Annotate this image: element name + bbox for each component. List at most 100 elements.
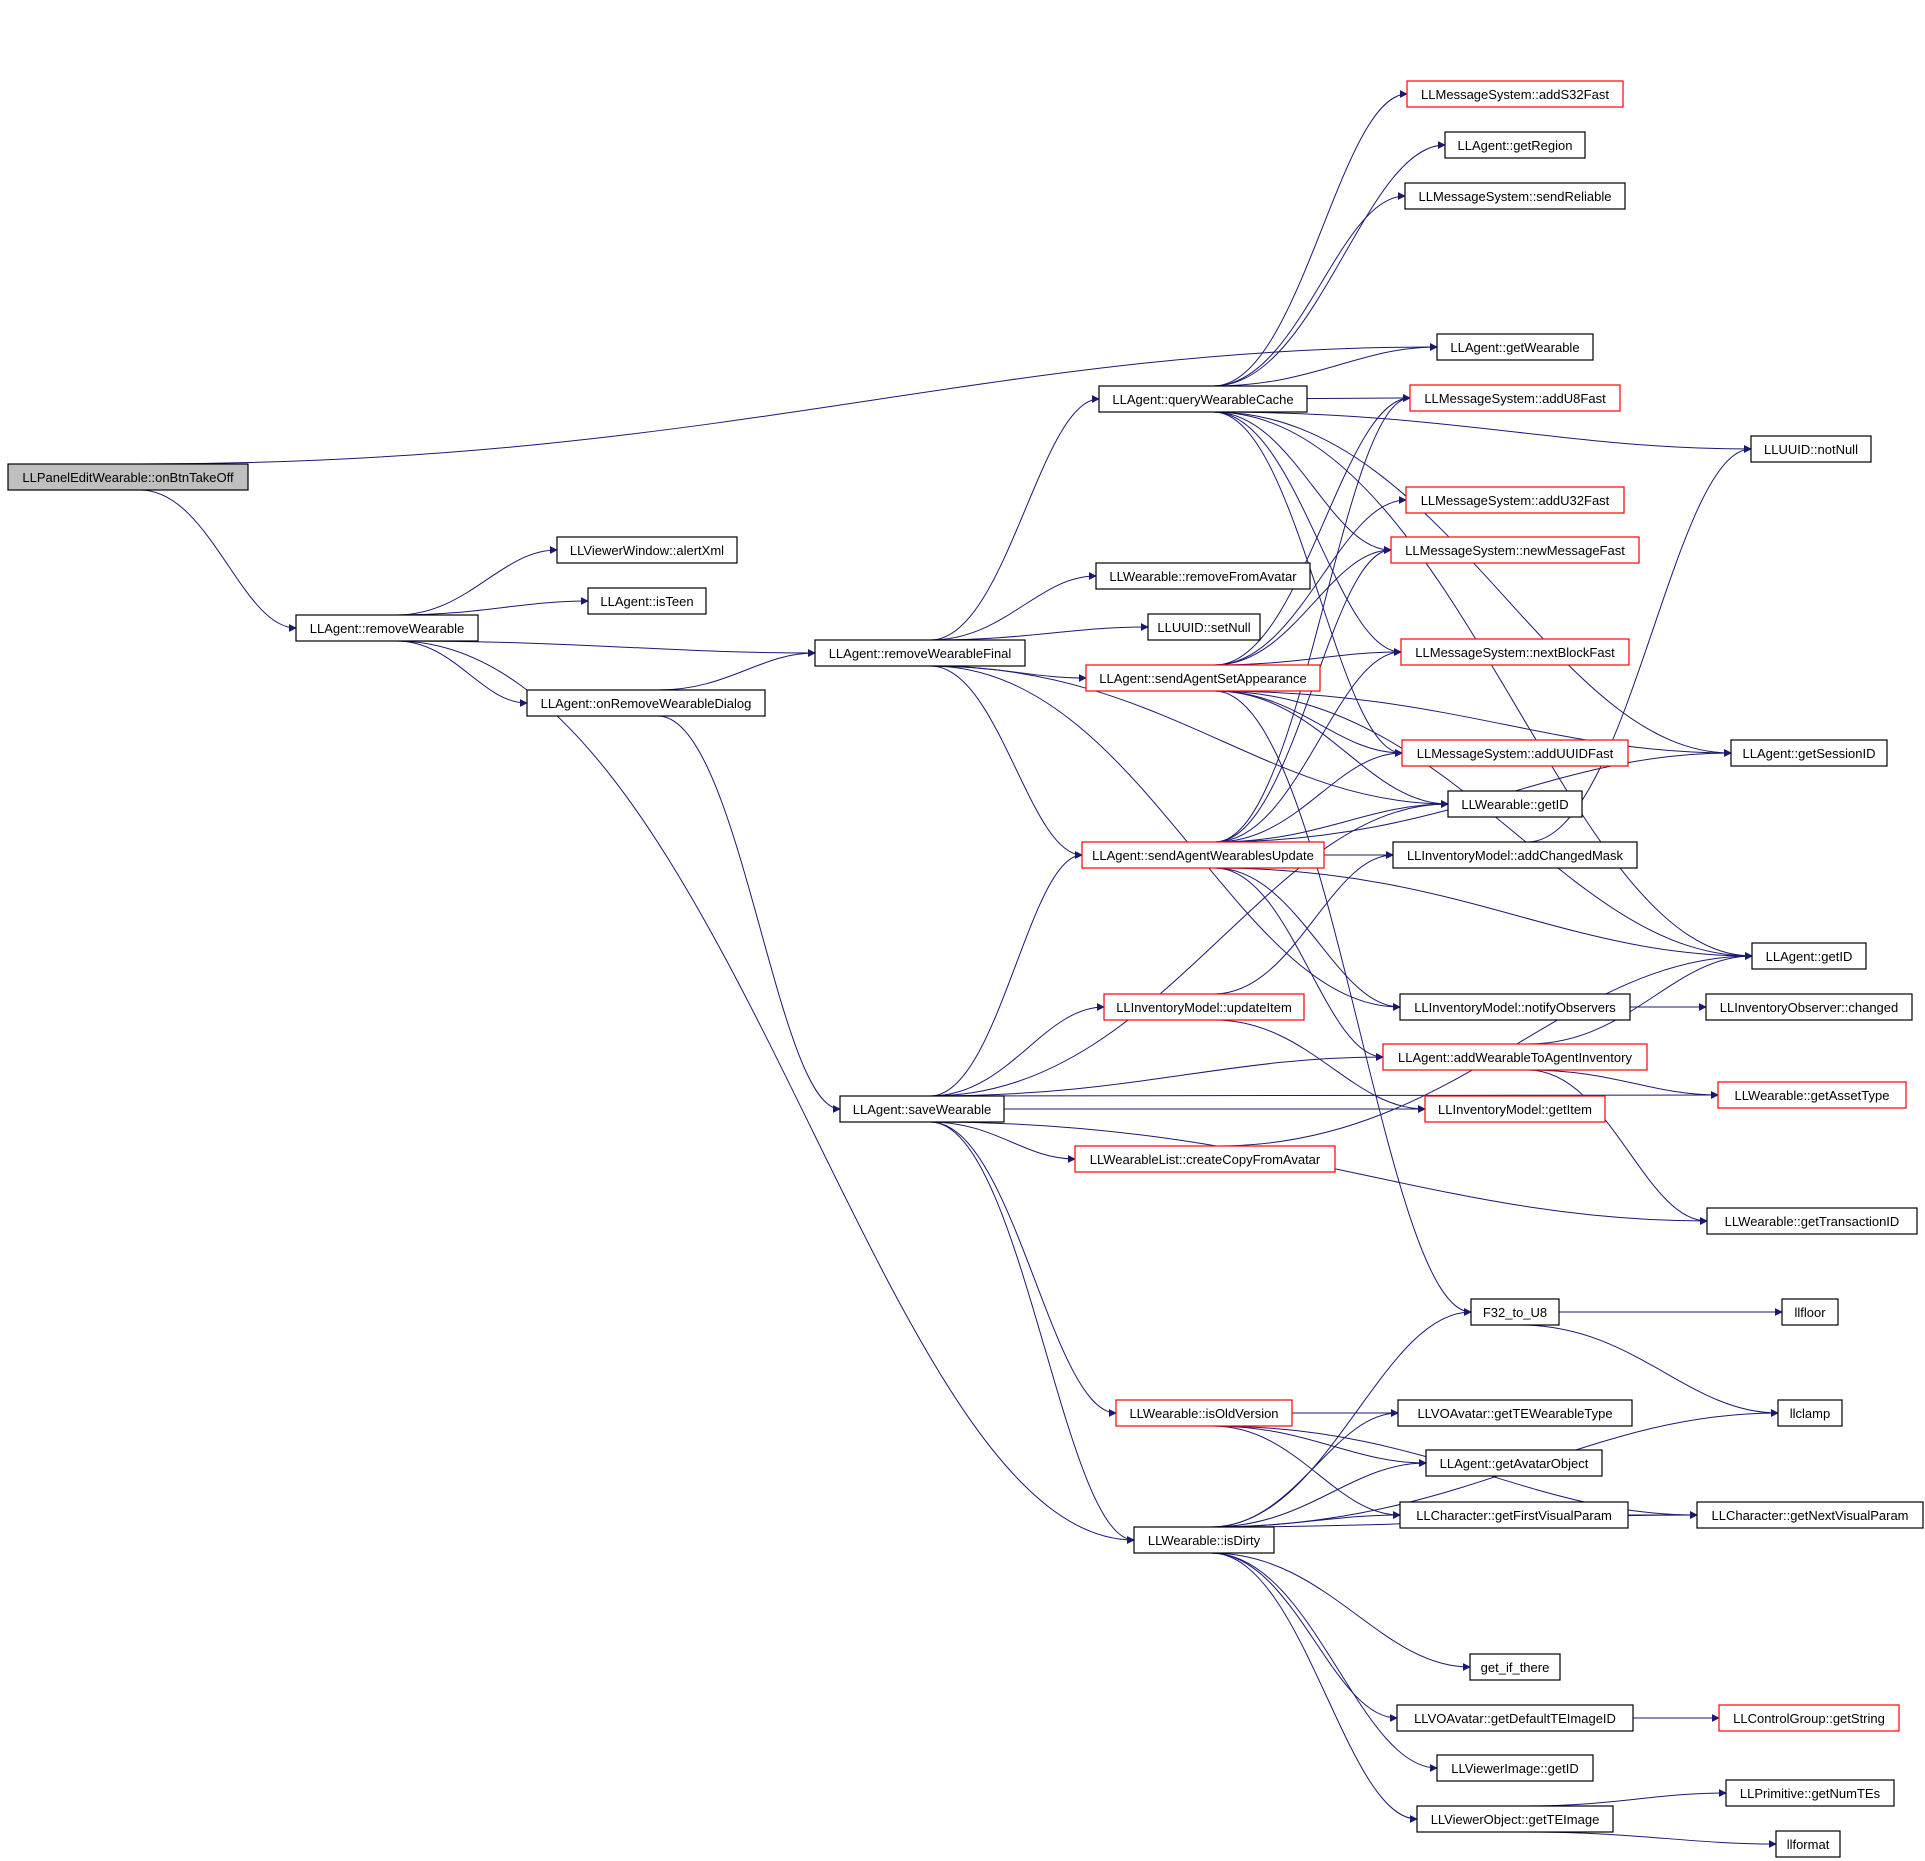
call-edge-queryWearableCache-to-sendReliable (1213, 192, 1406, 387)
node-queryWearableCache[interactable]: LLAgent::queryWearableCache (1098, 385, 1308, 413)
node-label: llformat (1787, 1837, 1830, 1852)
node-getTEImage[interactable]: LLViewerObject::getTEImage (1416, 1805, 1614, 1833)
node-onBtnTakeOff[interactable]: LLPanelEditWearable::onBtnTakeOff (7, 463, 249, 491)
node-box (1390, 536, 1640, 564)
node-removeFromAvatar[interactable]: LLWearable::removeFromAvatar (1095, 562, 1311, 590)
node-box (1416, 1805, 1614, 1833)
node-getAvatarObject[interactable]: LLAgent::getAvatarObject (1425, 1449, 1603, 1477)
node-sendAgentWearablesUpdate[interactable]: LLAgent::sendAgentWearablesUpdate (1081, 841, 1325, 869)
call-edge-sendAgentWearablesUpdate-to-agentGetID (1215, 867, 1753, 960)
node-changed[interactable]: LLInventoryObserver::changed (1705, 993, 1913, 1021)
call-edge-onRemoveWearableDialog-to-removeWearableFinal (657, 649, 816, 691)
node-viewerImageGetID[interactable]: LLViewerImage::getID (1436, 1754, 1594, 1782)
node-getTransactionID[interactable]: LLWearable::getTransactionID (1706, 1207, 1918, 1235)
node-box (1081, 841, 1325, 869)
node-F32_to_U8[interactable]: F32_to_U8 (1470, 1298, 1560, 1326)
node-addU8Fast[interactable]: LLMessageSystem::addU8Fast (1409, 384, 1621, 412)
node-sendReliable[interactable]: LLMessageSystem::sendReliable (1404, 182, 1626, 210)
call-edge-queryWearableCache-to-nextBlockFast (1213, 411, 1402, 656)
node-getSessionID[interactable]: LLAgent::getSessionID (1730, 739, 1888, 767)
node-sendAgentSetAppearance[interactable]: LLAgent::sendAgentSetAppearance (1085, 664, 1321, 692)
node-box (1705, 993, 1913, 1021)
node-box (1777, 1399, 1843, 1427)
node-label: LLAgent::onRemoveWearableDialog (541, 696, 752, 711)
node-llformat[interactable]: llformat (1775, 1830, 1841, 1858)
node-wearableGetID[interactable]: LLWearable::getID (1447, 790, 1583, 818)
node-label: LLAgent::getSessionID (1743, 746, 1876, 761)
node-saveWearable[interactable]: LLAgent::saveWearable (839, 1095, 1005, 1123)
node-setNull[interactable]: LLUUID::setNull (1147, 613, 1261, 641)
node-alertXml[interactable]: LLViewerWindow::alertXml (556, 536, 738, 564)
node-label: LLWearable::isDirty (1148, 1533, 1261, 1548)
node-removeWearable[interactable]: LLAgent::removeWearable (295, 614, 479, 642)
node-getNextVisualParam[interactable]: LLCharacter::getNextVisualParam (1696, 1501, 1924, 1529)
node-box (1781, 1298, 1839, 1326)
node-addWearableToAgentInventory[interactable]: LLAgent::addWearableToAgentInventory (1382, 1043, 1648, 1071)
call-edge-sendAgentSetAppearance-to-wearableGetID (1214, 690, 1449, 808)
node-label: llclamp (1790, 1406, 1830, 1421)
call-edge-removeWearableFinal-to-removeFromAvatar (930, 572, 1097, 641)
node-label: LLWearable::removeFromAvatar (1109, 569, 1297, 584)
node-getItem[interactable]: LLInventoryModel::getItem (1424, 1095, 1606, 1123)
node-box (1717, 1081, 1907, 1109)
node-label: LLAgent::sendAgentSetAppearance (1099, 671, 1306, 686)
node-createCopyFromAvatar[interactable]: LLWearableList::createCopyFromAvatar (1074, 1145, 1336, 1173)
node-notNull[interactable]: LLUUID::notNull (1750, 435, 1872, 463)
call-edge-removeWearableFinal-to-wearableGetID (930, 665, 1449, 808)
node-get_if_there[interactable]: get_if_there (1469, 1653, 1561, 1681)
call-edge-removeWearable-to-onRemoveWearableDialog (396, 640, 528, 707)
call-edge-saveWearable-to-getAssetType (930, 1091, 1719, 1100)
node-nextBlockFast[interactable]: LLMessageSystem::nextBlockFast (1400, 638, 1630, 666)
nodes-layer: LLPanelEditWearable::onBtnTakeOffLLAgent… (7, 80, 1924, 1858)
node-notifyObservers[interactable]: LLInventoryModel::notifyObservers (1399, 993, 1631, 1021)
node-box (1436, 1754, 1594, 1782)
node-box (1392, 841, 1638, 869)
node-label: LLAgent::saveWearable (853, 1102, 992, 1117)
node-getRegion[interactable]: LLAgent::getRegion (1444, 131, 1586, 159)
node-addChangedMask[interactable]: LLInventoryModel::addChangedMask (1392, 841, 1638, 869)
call-edge-isDirty-to-viewerImageGetID (1210, 1552, 1438, 1772)
node-getFirstVisualParam[interactable]: LLCharacter::getFirstVisualParam (1399, 1501, 1629, 1529)
node-box (1409, 384, 1621, 412)
call-edge-removeWearable-to-isTeen (396, 597, 589, 616)
call-edge-sendAgentWearablesUpdate-to-addWearableToAgentInventory (1215, 867, 1384, 1061)
node-box (839, 1095, 1005, 1123)
node-isDirty[interactable]: LLWearable::isDirty (1133, 1526, 1275, 1554)
node-label: LLAgent::queryWearableCache (1112, 392, 1293, 407)
node-label: LLMessageSystem::nextBlockFast (1415, 645, 1615, 660)
node-updateItem[interactable]: LLInventoryModel::updateItem (1103, 993, 1305, 1021)
node-box (1447, 790, 1583, 818)
node-label: LLMessageSystem::newMessageFast (1405, 543, 1625, 558)
node-getWearable[interactable]: LLAgent::getWearable (1436, 333, 1594, 361)
node-getNumTEs[interactable]: LLPrimitive::getNumTEs (1725, 1779, 1895, 1807)
call-edge-sendAgentWearablesUpdate-to-nextBlockFast (1215, 648, 1402, 843)
call-edge-removeWearableFinal-to-notifyObservers (930, 665, 1401, 1011)
node-getAssetType[interactable]: LLWearable::getAssetType (1717, 1081, 1907, 1109)
call-edge-isOldVersion-to-getFirstVisualParam (1212, 1425, 1401, 1519)
call-edge-sendAgentSetAppearance-to-addU8Fast (1214, 394, 1411, 666)
node-addUUIDFast[interactable]: LLMessageSystem::addUUIDFast (1401, 739, 1629, 767)
node-box (7, 463, 249, 491)
node-label: LLMessageSystem::addUUIDFast (1417, 746, 1614, 761)
node-newMessageFast[interactable]: LLMessageSystem::newMessageFast (1390, 536, 1640, 564)
node-removeWearableFinal[interactable]: LLAgent::removeWearableFinal (814, 639, 1026, 667)
call-edge-updateItem-to-addChangedMask (1213, 851, 1394, 995)
node-getString[interactable]: LLControlGroup::getString (1718, 1704, 1900, 1732)
node-addU32Fast[interactable]: LLMessageSystem::addU32Fast (1405, 486, 1625, 514)
node-addS32Fast[interactable]: LLMessageSystem::addS32Fast (1406, 80, 1624, 108)
call-edge-isDirty-to-getTEWearableType (1210, 1409, 1399, 1528)
node-box (1400, 638, 1630, 666)
node-getDefaultTEImageID[interactable]: LLVOAvatar::getDefaultTEImageID (1396, 1704, 1634, 1732)
node-llclamp[interactable]: llclamp (1777, 1399, 1843, 1427)
node-box (1470, 1298, 1560, 1326)
node-label: get_if_there (1481, 1660, 1550, 1675)
node-getTEWearableType[interactable]: LLVOAvatar::getTEWearableType (1397, 1399, 1633, 1427)
node-label: LLAgent::getWearable (1450, 340, 1579, 355)
node-llfloor[interactable]: llfloor (1781, 1298, 1839, 1326)
node-label: LLAgent::getRegion (1458, 138, 1573, 153)
node-onRemoveWearableDialog[interactable]: LLAgent::onRemoveWearableDialog (526, 689, 766, 717)
node-label: llfloor (1794, 1305, 1826, 1320)
node-agentGetID[interactable]: LLAgent::getID (1751, 942, 1867, 970)
node-isTeen[interactable]: LLAgent::isTeen (587, 587, 707, 615)
node-isOldVersion[interactable]: LLWearable::isOldVersion (1115, 1399, 1293, 1427)
